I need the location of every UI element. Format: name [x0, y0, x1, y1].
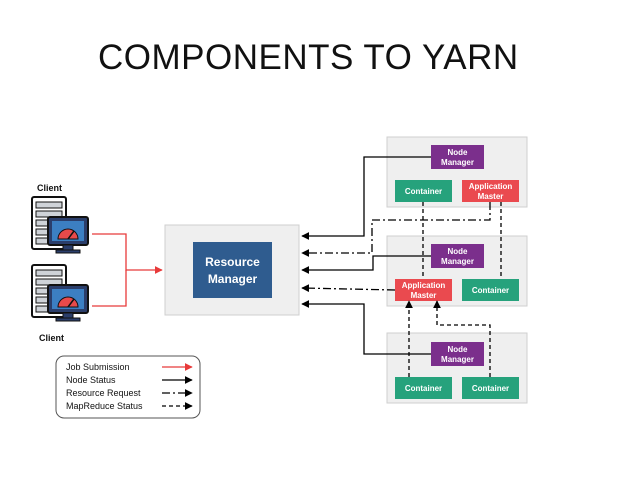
node-manager-2-line1: Node: [448, 247, 469, 256]
application-master-2-line2: Master: [411, 291, 437, 300]
legend-label-resource-request: Resource Request: [66, 388, 141, 398]
legend-label-node-status: Node Status: [66, 375, 116, 385]
container-box-1a: [395, 180, 452, 202]
node-status-arrows: [301, 156, 431, 355]
application-master-1-line2: Master: [478, 192, 504, 201]
resource-manager-line1: Resource: [205, 255, 260, 269]
mapreduce-status-arrows: [405, 202, 502, 377]
container-box-2b: [462, 279, 519, 301]
application-master-box-1: [462, 180, 519, 202]
application-master-box-2: [395, 279, 452, 301]
application-master-1-line1: Application: [469, 182, 513, 191]
legend-label-mapreduce-status: MapReduce Status: [66, 401, 143, 411]
application-master-2-line1: Application: [402, 281, 446, 290]
job-submission-arrows: [92, 233, 163, 307]
client-label-bottom: Client: [39, 333, 64, 343]
client-label-top: Client: [37, 183, 62, 193]
container-box-3b: [462, 377, 519, 399]
container-2b-label: Container: [472, 286, 509, 295]
legend-label-job-submission: Job Submission: [66, 362, 130, 372]
node-manager-2-line2: Manager: [441, 257, 474, 266]
page-title: COMPONENTS TO YARN: [98, 38, 519, 77]
container-3a-label: Container: [405, 384, 442, 393]
resource-manager-line2: Manager: [208, 272, 258, 286]
container-box-3a: [395, 377, 452, 399]
container-3b-label: Container: [472, 384, 509, 393]
node-manager-1-line2: Manager: [441, 158, 474, 167]
node-manager-1-line1: Node: [448, 148, 469, 157]
container-1a-label: Container: [405, 187, 442, 196]
node-manager-box-2: [431, 244, 484, 268]
client-top-icon: [31, 196, 89, 254]
node-manager-3-line1: Node: [448, 345, 469, 354]
legend-box: [55, 355, 201, 419]
node-manager-3-line2: Manager: [441, 355, 474, 364]
client-bottom-icon: [31, 264, 89, 322]
resource-request-arrows: [301, 202, 491, 293]
node-manager-box-3: [431, 342, 484, 366]
node-manager-box-1: [431, 145, 484, 169]
resource-manager-box: [193, 242, 272, 298]
